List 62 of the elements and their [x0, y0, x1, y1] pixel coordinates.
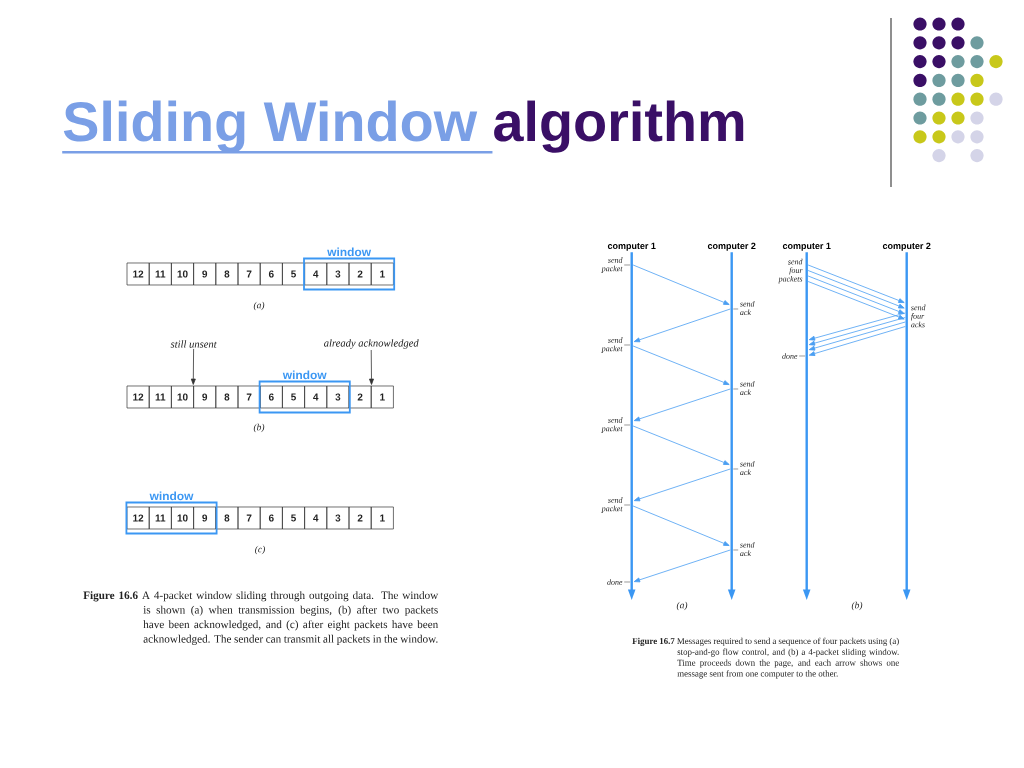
packet-cell: 12 — [126, 385, 150, 409]
packet-cell: 10 — [171, 262, 194, 286]
packet-cell: 11 — [148, 385, 172, 409]
node-label: window — [282, 370, 327, 380]
callout-text: already acknowledged — [324, 339, 419, 349]
message-arrow — [807, 264, 905, 303]
packet-cell: 8 — [215, 506, 239, 530]
figure-caption: Figure 16.7 Messages required to send a sequence of four packets using (a) stop-and-go flow control, and (b) a 4-packet sliding window. Time proceeds down the page, and each arrow shows one message sent from one computer to the other. — [632, 637, 899, 679]
packet-cell: 7 — [237, 385, 261, 409]
leader-arrow — [190, 348, 196, 385]
packet-cell: 9 — [193, 385, 217, 409]
packet-cell: 4 — [304, 262, 328, 286]
message-arrow — [632, 345, 730, 385]
message-arrow — [633, 388, 731, 422]
packet-cell: 10 — [171, 385, 194, 409]
packet-cell: 3 — [326, 385, 350, 409]
message-arrow — [807, 281, 905, 320]
packet-cell: 3 — [326, 262, 350, 286]
packet-cell: 8 — [215, 385, 239, 409]
packet-cell: 11 — [148, 262, 172, 286]
packet-cell: 1 — [370, 506, 394, 530]
message-arrow — [633, 468, 731, 502]
packet-cell: 1 — [370, 385, 394, 409]
node-label: window — [327, 247, 372, 257]
node-label: window — [149, 491, 194, 501]
packet-cell: 10 — [171, 506, 194, 530]
subfigure-label: (c) — [255, 545, 265, 555]
packet-cell: 4 — [304, 385, 328, 409]
packet-cell: 2 — [348, 506, 372, 530]
packet-cell: 12 — [126, 506, 150, 530]
packet-cell: 7 — [237, 262, 261, 286]
message-arrow — [632, 505, 730, 546]
packet-cell: 9 — [193, 506, 217, 530]
leader-arrow — [369, 349, 374, 385]
packet-cell: 1 — [370, 262, 394, 286]
callout-text: still unsent — [170, 340, 217, 348]
packet-cell: 6 — [259, 262, 283, 286]
slide-title: Sliding Window algorithm — [62, 100, 744, 154]
message-arrow — [632, 264, 730, 305]
packet-cell: 2 — [348, 262, 372, 286]
packet-cell: 11 — [148, 506, 172, 530]
packet-cell: 9 — [193, 262, 217, 286]
packet-cell: 3 — [326, 506, 350, 530]
packet-cell: 6 — [259, 385, 283, 409]
message-arrow — [808, 312, 906, 341]
packet-cell: 5 — [282, 385, 305, 409]
subfigure-label: (b) — [253, 423, 265, 433]
subfigure-label: (a) — [676, 601, 688, 611]
message-arrow — [633, 308, 731, 343]
figure-caption: Figure 16.6 A 4-packet window sliding through outgoing data. The window is shown (a) when transmission begins, (b) after two packets have been acknowledged, and (c) after eight packets have been acknowledged. The sender can transmit all packets in the window. — [83, 591, 439, 645]
packet-cell: 7 — [237, 506, 261, 530]
packet-cell: 5 — [282, 506, 305, 530]
packet-cell: 2 — [348, 385, 372, 409]
subfigure-label: (a) — [253, 301, 265, 311]
packet-cell: 5 — [282, 262, 305, 286]
packet-cell: 8 — [215, 262, 239, 286]
subfigure-label: (b) — [851, 601, 863, 611]
message-arrow — [632, 425, 730, 465]
packet-cell: 12 — [126, 262, 150, 286]
message-arrow — [633, 549, 731, 583]
packet-cell: 6 — [259, 506, 283, 530]
packet-cell: 4 — [304, 506, 328, 530]
